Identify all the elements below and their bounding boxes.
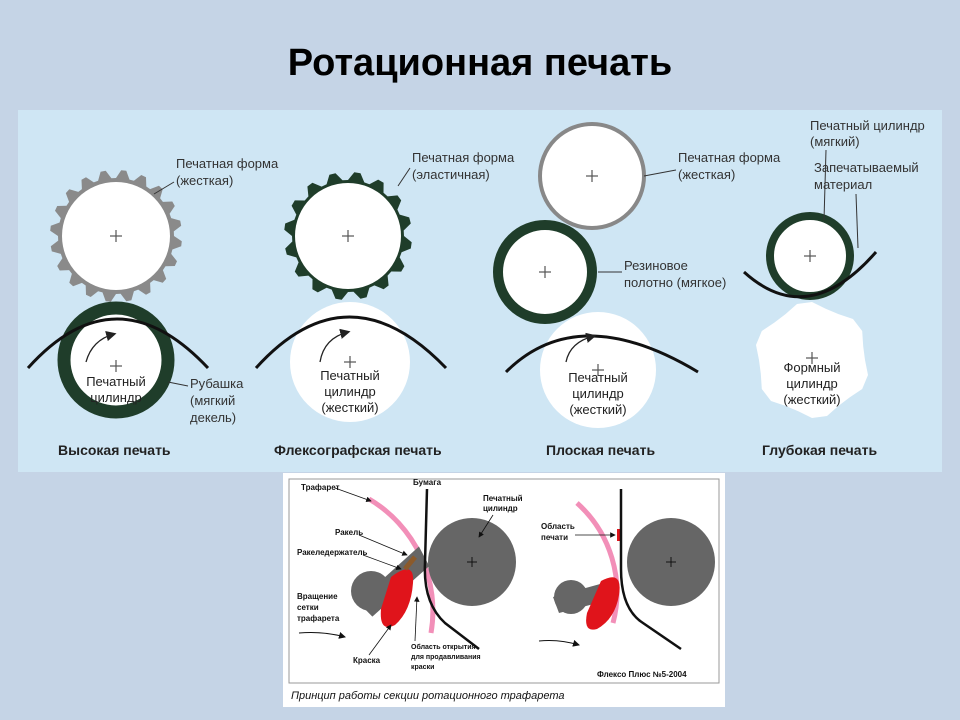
caption-offset: Плоская печать [546,442,655,458]
label-blanket-2: полотно (мягкое) [624,275,726,290]
label-cyl-1: Формный [783,360,840,375]
label-cyl-1: Печатный [86,374,146,389]
label-material-2: материал [814,177,872,192]
screen-right: Область печати [538,489,715,651]
label-opening-3: краски [411,664,434,671]
panel-offset: Печатная форма (жесткая) Резиновое полот… [493,122,781,458]
ink [586,577,620,630]
label-print-area-1: Область [541,522,575,531]
rotation-arrow [85,331,117,363]
leader-plate [153,181,175,195]
label-cyl-1: Печатный [568,370,628,385]
label-opening-2: для продавливания [411,654,481,661]
label-cyl-3: (жесткий) [783,392,840,407]
label-plate-1: Печатная форма [176,156,279,171]
squeegee-holder [351,571,391,611]
screen-left: Трафарет Бумага Печатный цилиндр Ракель … [297,478,523,671]
label-plate-1: Печатная форма [412,150,515,165]
label-plate-2: (жесткая) [678,167,735,182]
label-cylinder-2: цилиндр [483,504,518,513]
label-print-area-2: печати [541,533,568,542]
paper-curve [26,317,210,370]
label-jacket-3: декель) [190,410,236,425]
panel-flexo: Печатная форма (эластичная) Печатный цил… [254,150,515,458]
label-cylinder-1: Печатный [483,494,523,503]
paper-curve [254,315,448,370]
panel-gravure: Печатный цилиндр (мягкий) Запечатываемый… [742,118,925,458]
label-holder: Ракеледержатель [297,548,368,557]
leader-plate [643,169,677,177]
rotation-arrow [319,328,351,363]
label-rotation-2: сетки [297,603,319,612]
label-cyl-2: цилиндр [324,384,376,399]
stencil-arc [575,501,620,624]
leader-material [855,193,859,249]
label-cyl-2: цилиндр [786,376,838,391]
paper-curve [742,251,878,299]
label-plate-2: (эластичная) [412,167,490,182]
print-area-mark [617,529,621,541]
label-cyl-3: (жесткий) [321,400,378,415]
label-material-1: Запечатываемый [814,160,919,175]
label-top-1: Печатный цилиндр [810,118,925,133]
screen-frame [288,478,720,684]
leader-jacket [167,381,189,387]
label-rakel: Ракель [335,528,363,537]
label-rotation-1: Вращение [297,592,338,601]
caption-gravure: Глубокая печать [762,442,877,458]
label-opening-1: Область открытия [411,643,476,651]
caption-flexo: Флексографская печать [274,442,442,458]
label-plate-1: Печатная форма [678,150,781,165]
label-trafaret: Трафарет [301,483,340,492]
label-cyl-2: цилиндр [572,386,624,401]
panel-letterpress: Печатная форма (жесткая) Печатный цилинд… [26,156,279,458]
squeegee-holder [554,580,588,614]
leader-top [823,149,827,221]
ink [380,569,414,627]
rotation-arrow [565,332,597,363]
squeegee [403,555,417,571]
label-blanket-1: Резиновое [624,258,688,273]
leader-plate [397,167,411,187]
paper-web [423,488,480,650]
label-jacket-1: Рубашка [190,376,244,391]
label-jacket-2: (мягкий [190,393,235,408]
paper-web [619,489,682,651]
screen-credit: Флексо Плюс №5-2004 [597,670,687,679]
label-cyl-1: Печатный [320,368,380,383]
label-plate-2: (жесткая) [176,173,233,188]
screen-caption: Принцип работы секции ротационного трафа… [291,690,565,702]
label-paper: Бумага [413,478,442,487]
rotary-screen-diagram: Трафарет Бумага Печатный цилиндр Ракель … [283,473,725,707]
label-top-2: (мягкий) [810,134,860,149]
label-ink: Краска [353,656,381,665]
page-title: Ротационная печать [287,42,673,84]
label-cyl-2: цилиндр [90,390,142,405]
label-rotation-3: трафарета [297,614,340,623]
rotary-printing-schemes: Печатная форма (жесткая) Печатный цилинд… [18,110,942,472]
label-cyl-3: (жесткий) [569,402,626,417]
caption-letterpress: Высокая печать [58,442,171,458]
